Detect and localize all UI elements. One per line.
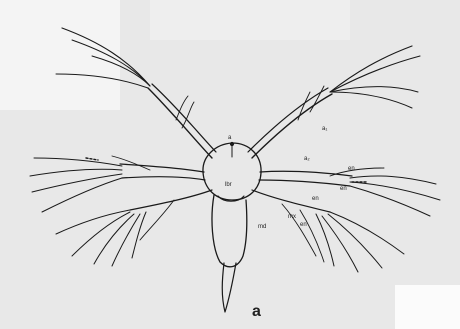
median-eye — [230, 142, 233, 145]
label-maxilla: mx — [288, 214, 296, 220]
paper-light-patch — [0, 0, 120, 110]
label-antenna-1: a₁ — [322, 126, 327, 132]
paper-light-patch-top — [150, 0, 350, 40]
label-endite-1: en — [340, 186, 347, 192]
label-endite-2: en — [312, 196, 319, 202]
label-endite-3: en — [300, 222, 307, 228]
label-endite-4: en — [348, 166, 355, 172]
panel-label: a — [252, 303, 261, 320]
label-mandible: md — [258, 224, 266, 230]
paper-light-patch-corner — [395, 285, 460, 329]
label-labrum: lbr — [225, 182, 232, 188]
label-antenna-2: a₂ — [304, 156, 310, 162]
